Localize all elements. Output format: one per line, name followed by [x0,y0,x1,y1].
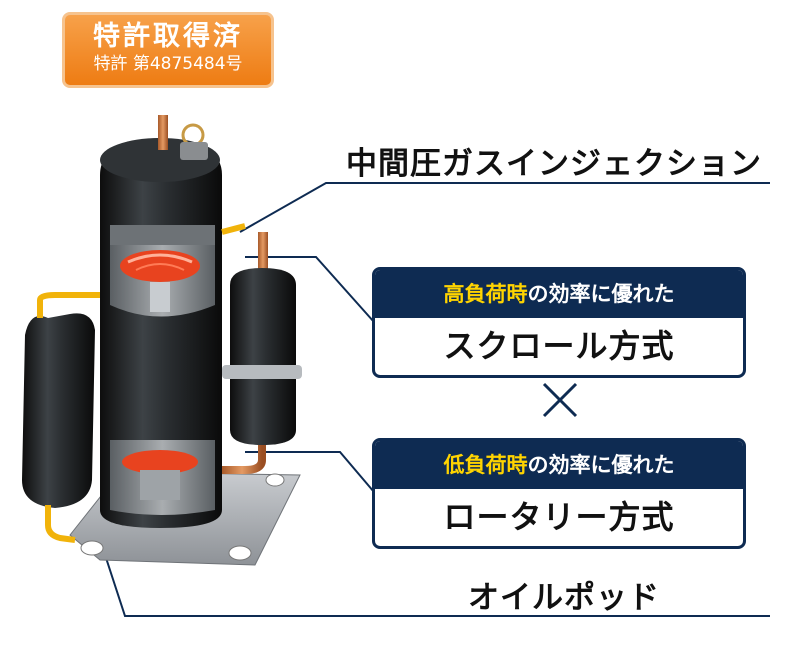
patent-badge: 特許取得済 特許 第4875484号 [62,12,274,88]
patent-badge-title: 特許取得済 [93,21,243,52]
oil-pod-tank [22,292,105,543]
times-icon [542,382,578,418]
scroll-method-box: 高負荷時の効率に優れた スクロール方式 [372,267,746,378]
rotary-method-box: 低負荷時の効率に優れた ロータリー方式 [372,438,746,549]
rotary-highlight: 低負荷時 [443,453,528,477]
scroll-leader [245,256,375,323]
accumulator-tank [222,232,302,474]
gas-injection-label: 中間圧ガスインジェクション [346,146,762,182]
patent-number: 特許 第4875484号 [93,54,243,74]
gas-injection-leader [239,182,770,233]
rotary-leader [245,451,375,493]
scroll-caption-rest: の効率に優れた [527,282,675,306]
scroll-method-title: スクロール方式 [443,327,675,365]
scroll-box-caption: 高負荷時の効率に優れた [375,270,743,318]
main-shell [100,115,246,528]
scroll-highlight: 高負荷時 [443,282,528,306]
rotary-box-caption: 低負荷時の効率に優れた [375,441,743,489]
oil-pod-label: オイルポッド [468,580,660,616]
rotary-method-title: ロータリー方式 [443,498,675,536]
rotary-caption-rest: の効率に優れた [527,453,675,477]
